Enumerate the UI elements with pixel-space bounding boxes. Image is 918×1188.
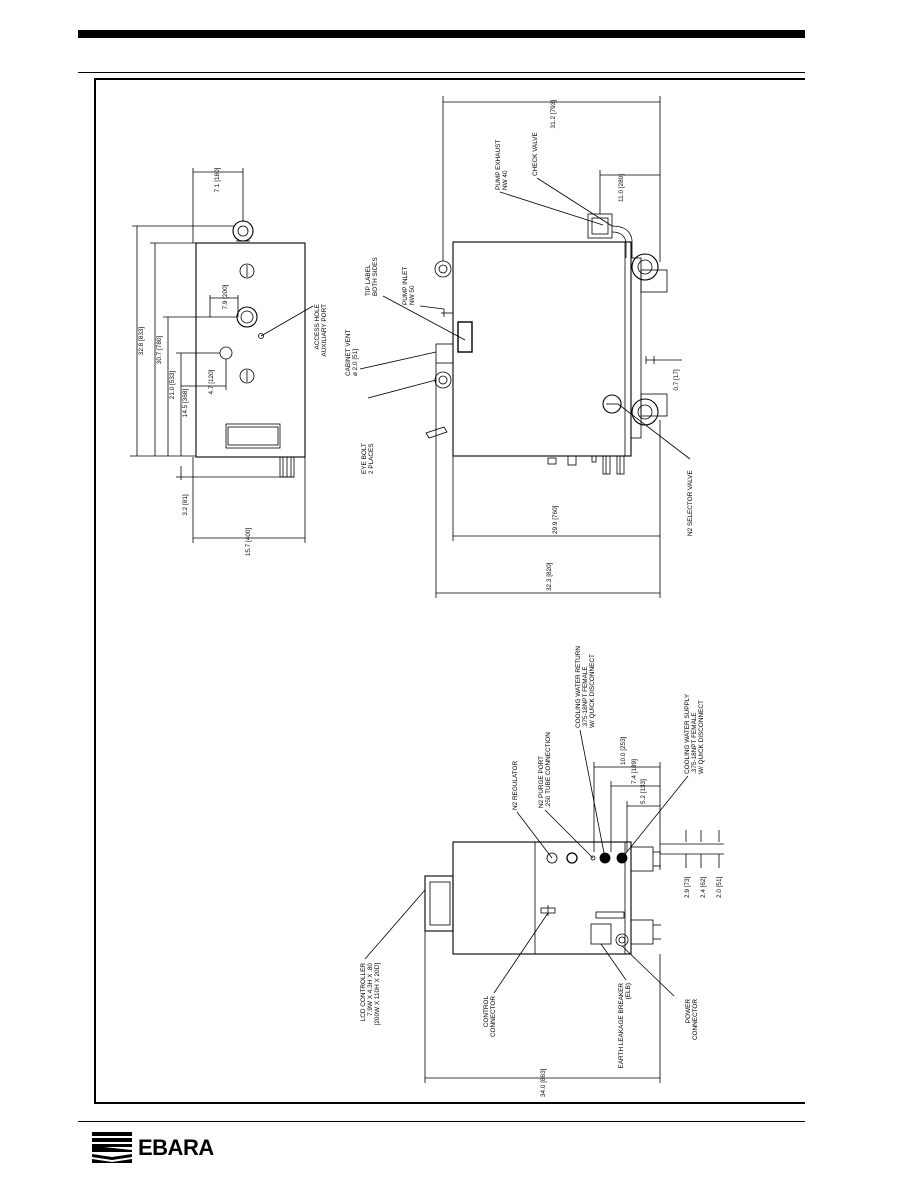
dim-2-4: 2.4 [62] — [700, 876, 707, 898]
label-lcd-3: [200W X 110H X 20D] — [374, 963, 381, 1026]
label-cw-return-3: W/ QUICK DISCONNECT — [589, 654, 596, 728]
end-view-geometry — [364, 729, 724, 1083]
label-lcd-2: 7.9W X 4.3H X .80 — [367, 963, 374, 1016]
label-tip-label-1: TIP LABEL — [365, 264, 372, 296]
dim-4-7: 4.7 [120] — [208, 369, 215, 394]
dim-34-0: 34.0 [863] — [540, 1068, 547, 1097]
dim-21-0: 21.0 [533] — [169, 371, 176, 400]
dim-11-0: 11.0 [280] — [618, 174, 625, 202]
label-n2-regulator: N2 REGULATOR — [512, 760, 519, 810]
brand-name: EBARA — [138, 1135, 214, 1160]
dim-32-8: 32.8 [833] — [138, 327, 145, 356]
dim-31-2: 31.2 [793] — [550, 100, 557, 129]
label-pump-inlet-1: PUMP INLET — [402, 267, 409, 305]
label-cw-return-2: .375-18NPT FEMALE — [582, 666, 589, 728]
label-lcd-1: LCD CONTROLLER — [360, 963, 367, 1022]
label-earth-leakage-2: (ELB) — [625, 983, 632, 999]
ebara-logo-mark-icon — [92, 1132, 132, 1163]
label-access-hole-1: ACCESS HOLE — [314, 304, 321, 349]
label-eye-bolt-1: EYE BOLT — [361, 443, 368, 474]
label-check-valve: CHECK VALVE — [532, 132, 539, 176]
front-view-geometry — [359, 96, 691, 598]
dim-7-1: 7.1 [180] — [214, 167, 221, 192]
header-rule-thick — [78, 30, 805, 38]
dim-14-5: 14.5 [368] — [182, 389, 189, 418]
label-cabinet-vent-1: CABINET VENT — [345, 330, 352, 376]
dim-0-7: 0.7 [17] — [673, 369, 680, 391]
dim-30-7: 30.7 [780] — [156, 336, 163, 365]
label-cw-return-1: COOLING WATER RETURN — [575, 646, 582, 728]
label-tip-label-2: BOTH SIDES — [372, 257, 379, 296]
dim-3-2: 3.2 [81] — [182, 494, 189, 516]
label-pump-inlet-2: NW 50 — [409, 285, 416, 305]
label-n2-purge-2: .250 TUBE CONNECTION — [545, 732, 552, 808]
dim-29-9: 29.9 [760] — [552, 505, 559, 534]
label-eye-bolt-2: 2 PLACES — [368, 443, 375, 474]
label-power-connector-2: CONNECTOR — [692, 999, 699, 1040]
footer-rule — [78, 1121, 805, 1122]
label-control-connector-1: CONTROL — [483, 996, 490, 1028]
dim-2-0: 2.0 [51] — [716, 876, 723, 898]
dim-10-0: 10.0 [253] — [620, 736, 627, 765]
label-cw-supply-3: W/ QUICK DISCONNECT — [698, 700, 705, 774]
dim-5-2: 5.2 [133] — [640, 779, 647, 804]
label-power-connector-1: POWER — [685, 999, 692, 1024]
label-pump-exhaust-2: NW 40 — [502, 170, 509, 190]
label-control-connector-2: CONNECTOR — [490, 996, 497, 1037]
dim-2-9: 2.9 [73] — [684, 876, 691, 898]
dim-32-3: 32.3 [820] — [546, 562, 553, 591]
label-cabinet-vent-2: ø 2.0 [51] — [352, 349, 359, 376]
header-rule-thin — [78, 72, 805, 73]
label-cw-supply-1: COOLING WATER SUPPLY — [684, 693, 691, 774]
dim-7-4: 7.4 [189] — [631, 759, 638, 784]
side-view-geometry — [130, 168, 314, 543]
label-n2-selector: N2 SELECTOR VALVE — [687, 470, 694, 536]
label-access-hole-2: AUXILIARY PORT — [321, 304, 328, 357]
drawing-frame — [94, 78, 805, 1104]
label-n2-purge-1: N2 PURGE PORT — [538, 756, 545, 808]
label-earth-leakage-1: EARTH LEAKAGE BREAKER — [618, 983, 625, 1069]
dim-7-9: 7.9 [200] — [222, 284, 229, 309]
label-pump-exhaust-1: PUMP EXHAUST — [495, 140, 502, 190]
ebara-logo: EBARA — [92, 1130, 217, 1166]
label-cw-supply-2: .375-18NPT FEMALE — [691, 712, 698, 774]
dim-15-7: 15.7 [400] — [245, 528, 252, 557]
